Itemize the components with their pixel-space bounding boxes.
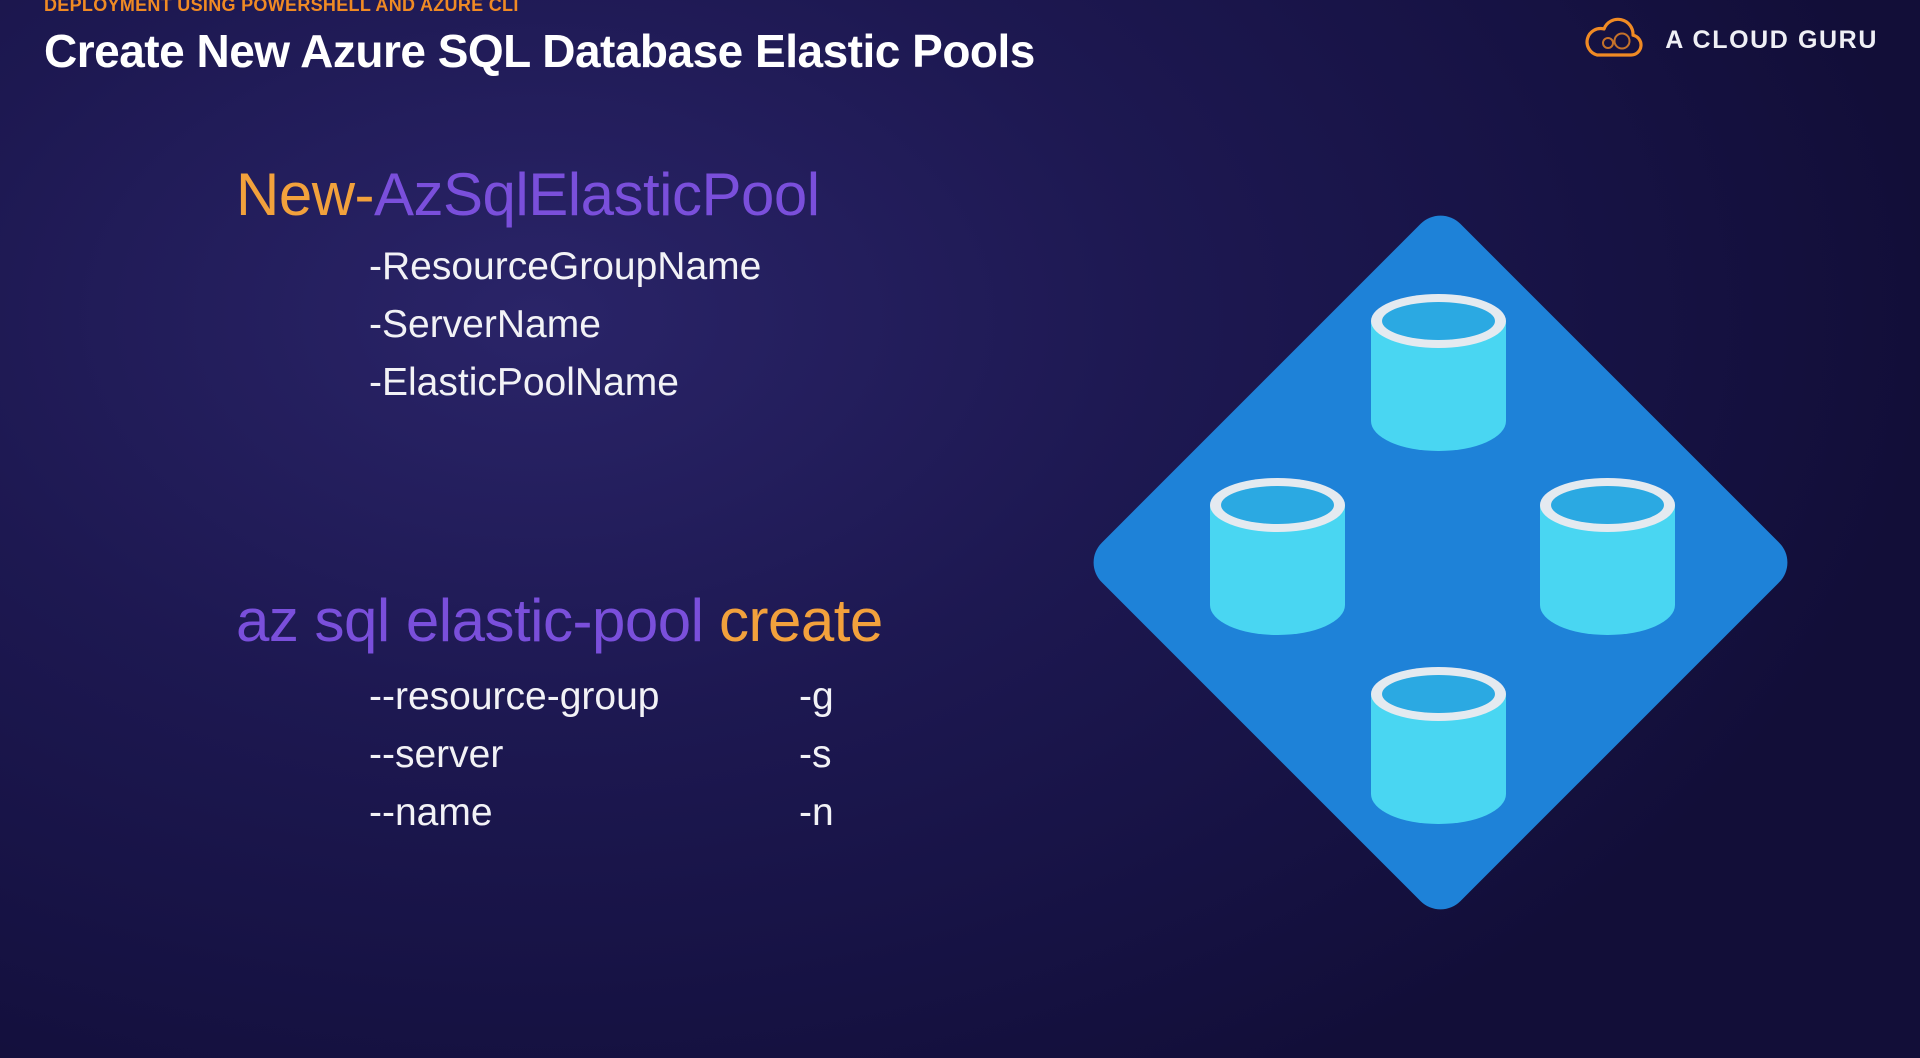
powershell-command-body: AzSqlElasticPool xyxy=(374,161,820,228)
powershell-param-list: -ResourceGroupName -ServerName -ElasticP… xyxy=(369,238,761,412)
cli-param-short: -s xyxy=(799,733,832,776)
cli-param-long: --resource-group xyxy=(369,675,660,718)
brand-logo: A CLOUD GURU xyxy=(1582,16,1878,64)
page-title: Create New Azure SQL Database Elastic Po… xyxy=(44,25,1035,77)
powershell-param: -ServerName xyxy=(369,303,601,346)
cli-param-short: -g xyxy=(799,675,834,718)
powershell-command-prefix: New- xyxy=(236,161,375,228)
database-cylinder-icon xyxy=(1210,478,1345,635)
cylinder-top xyxy=(1551,486,1664,524)
cli-param-long: --server xyxy=(369,733,504,776)
kicker: DEPLOYMENT USING POWERSHELL AND AZURE CL… xyxy=(44,0,519,15)
cli-param-short: -n xyxy=(799,791,834,834)
cylinder-top xyxy=(1382,675,1495,713)
brand-name: A CLOUD GURU xyxy=(1665,25,1878,54)
database-cylinder-icon xyxy=(1371,294,1506,451)
cli-command-action: create xyxy=(719,587,883,654)
cli-param-list: --resource-group -g --server -s --name -… xyxy=(369,668,834,842)
cylinder-top xyxy=(1382,302,1495,340)
acg-cloud-icon xyxy=(1582,16,1650,64)
cylinder-top xyxy=(1221,486,1334,524)
database-cylinder-icon xyxy=(1371,667,1506,824)
powershell-command: New-AzSqlElasticPool xyxy=(236,160,820,229)
powershell-param: -ResourceGroupName xyxy=(369,245,762,288)
cli-param-long: --name xyxy=(369,791,493,834)
powershell-param: -ElasticPoolName xyxy=(369,361,679,404)
cli-command-main: az sql elastic-pool xyxy=(236,587,704,654)
elastic-pool-illustration xyxy=(1080,202,1802,924)
database-cylinder-icon xyxy=(1540,478,1675,635)
